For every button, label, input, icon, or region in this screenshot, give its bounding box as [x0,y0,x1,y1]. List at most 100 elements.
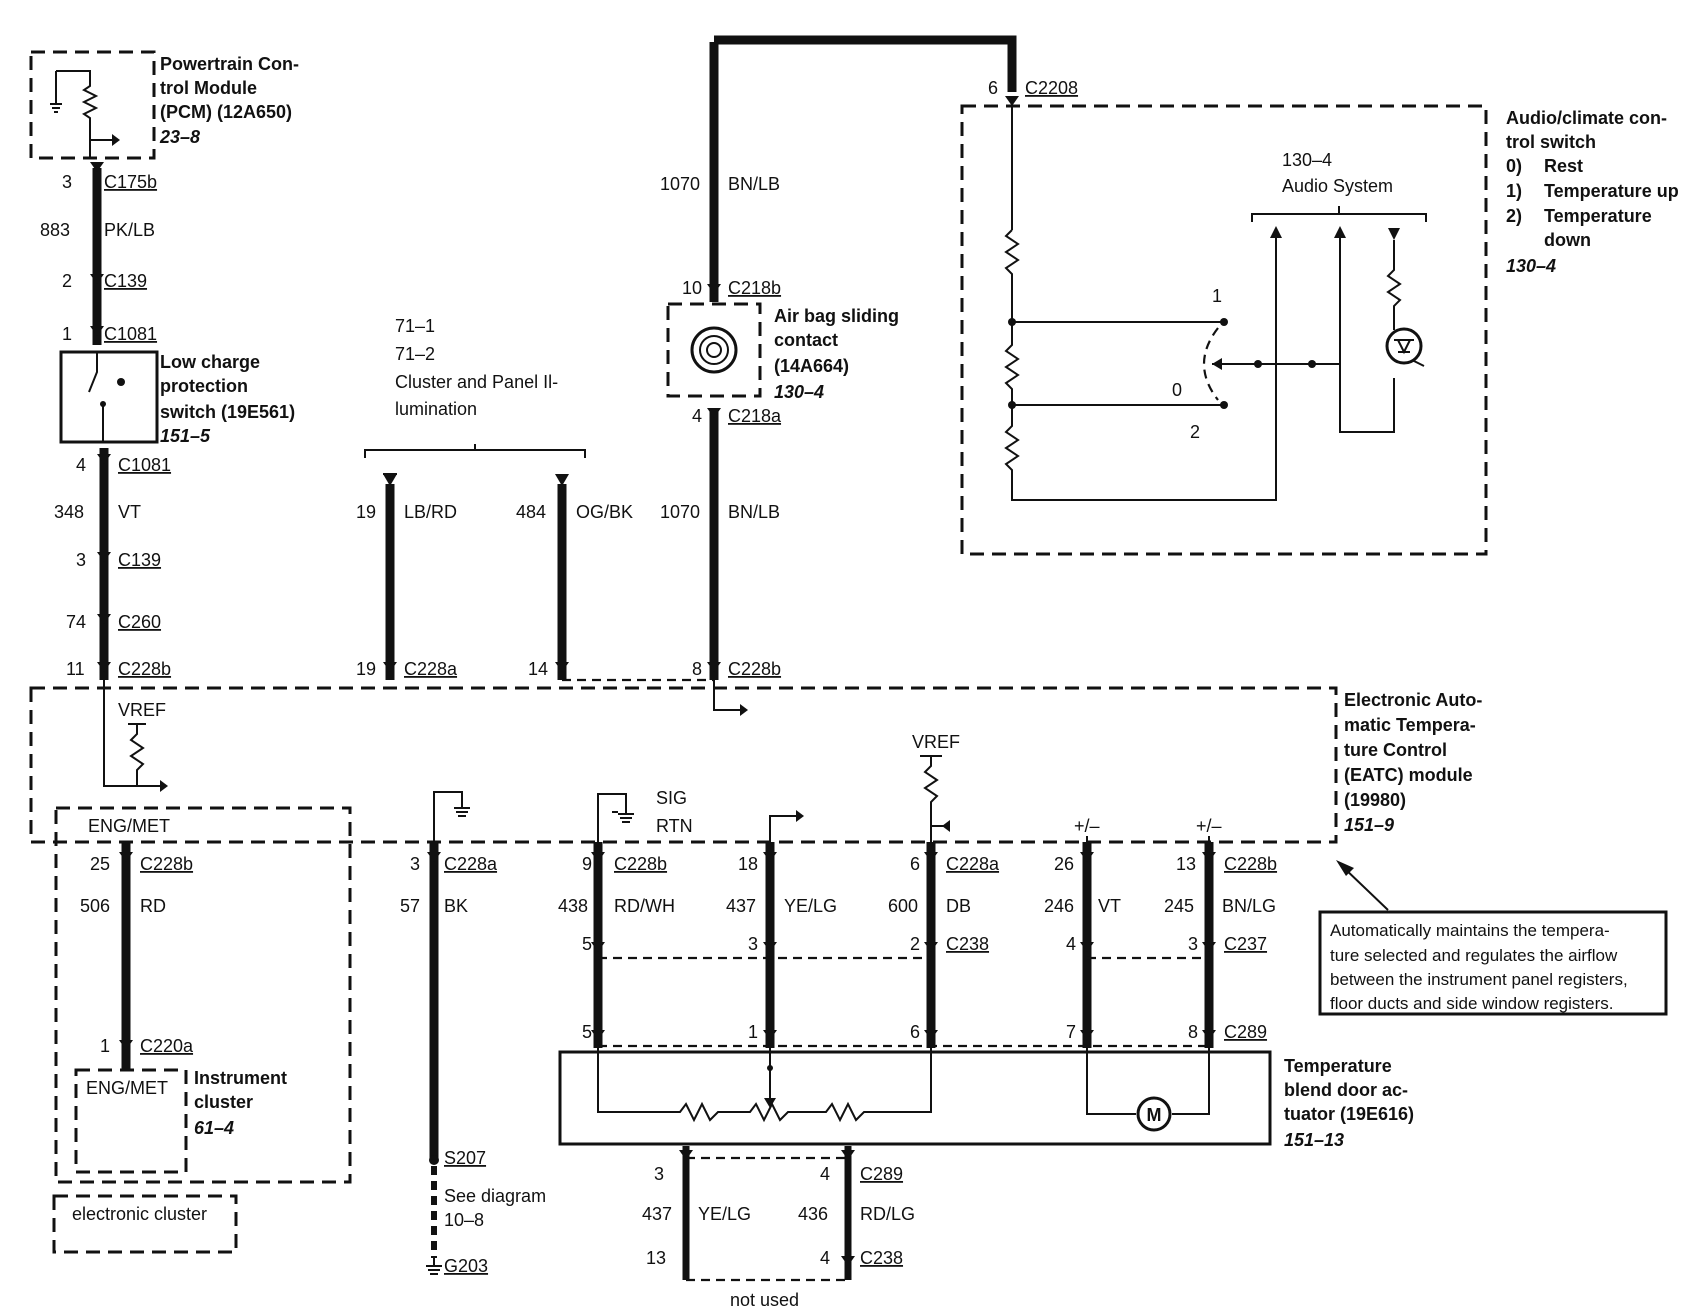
pin-label: 74 [66,612,86,632]
circuit-number: 437 [726,896,756,916]
wire-color: RD/WH [614,896,675,916]
wire-color: BK [444,896,468,916]
wire-bn-lg: 13 C228b 245 BN/LG 3 C237 8 C289 [1164,842,1277,1048]
pin-label: 4 [76,455,86,475]
pcm-ref: 23–8 [159,127,200,147]
circuit-number: 1070 [660,174,700,194]
wire-color: RD [140,896,166,916]
note-line-2: ture selected and regulates the airflow [1330,946,1618,965]
audio-switch-item-0: Rest [1544,156,1583,176]
pin-label: 9 [582,854,592,874]
ground-label: G203 [444,1256,488,1276]
audio-switch-item-2: Temperature [1544,206,1652,226]
pin-label: 8 [1188,1022,1198,1042]
pin-label: 14 [528,659,548,679]
pin-label: 13 [1176,854,1196,874]
audio-system-label: Audio System [1282,176,1393,196]
pin-label: 1 [748,1022,758,1042]
connector-label: C238 [946,934,989,954]
pin-label: 3 [410,854,420,874]
wire-color: BN/LB [728,502,780,522]
connector-label: C1081 [104,324,157,344]
pin-label: 25 [90,854,110,874]
low-charge-title-2: protection [160,376,248,396]
pin-label: 3 [748,934,758,954]
motor-label: M [1147,1105,1162,1125]
cluster-illumination: 71–1 71–2 Cluster and Panel Il- luminati… [364,316,586,486]
pin-label: 4 [692,406,702,426]
sig-label: SIG [656,788,687,808]
pin-label: 3 [1188,934,1198,954]
eatc-module: Electronic Auto- matic Tempera- ture Con… [29,680,1482,1184]
connector-label: C220a [140,1036,194,1056]
wire-color: VT [1098,896,1121,916]
wire-ye-lg: 18 437 YE/LG 3 1 [726,842,837,1048]
audio-switch-title-1: Audio/climate con- [1506,108,1667,128]
pin-label: 7 [1066,1022,1076,1042]
circuit-number: 438 [558,896,588,916]
illum-ref-1: 71–1 [395,316,435,336]
wire-rd-wh: 9 C228b 438 RD/WH 5 5 [558,842,675,1048]
pin-label: 18 [738,854,758,874]
not-used-wires: 3 4 C289 437 YE/LG 436 RD/LG 13 4 C238 n… [642,1146,915,1310]
switch-pos-1: 1 [1212,286,1222,306]
wire-lb-rd: 19 LB/RD 19 C228a [356,484,458,680]
wire-rd: 25 C228b 506 RD 1 C220a [80,842,194,1070]
plus-minus-1: +/– [1074,816,1100,836]
connector-label: C228b [728,659,781,679]
wire-color: LB/RD [404,502,457,522]
circuit-number: 600 [888,896,918,916]
pin-label: 10 [682,278,702,298]
audio-switch-item-0-num: 0) [1506,156,1522,176]
electronic-cluster-box: electronic cluster [52,1194,238,1254]
wire-vt-246: 26 246 VT 4 7 [1044,842,1121,1048]
eatc-title-3: ture Control [1344,740,1447,760]
note-line-3: between the instrument panel registers, [1330,970,1628,989]
low-charge-title-1: Low charge [160,352,260,372]
eatc-title-5: (19980) [1344,790,1406,810]
airbag-title-3: (14A664) [774,356,849,376]
connector-label: C228a [404,659,458,679]
instrument-cluster: ENG/MET Instrument cluster 61–4 [74,1068,287,1174]
wire-color: PK/LB [104,220,155,240]
audio-switch-item-1-num: 1) [1506,181,1522,201]
connector-label: C218b [728,278,781,298]
wire-vt: 4 C1081 348 VT 3 C139 74 C260 11 C228b [54,448,171,680]
circuit-number: 1070 [660,502,700,522]
illum-title-1: Cluster and Panel Il- [395,372,558,392]
switch-pos-0: 0 [1172,380,1182,400]
pin-label: 8 [692,659,702,679]
connector-label: C228b [140,854,193,874]
connector-label: C228b [118,659,171,679]
pcm-block: Powertrain Con- trol Module (PCM) (12A65… [29,50,299,160]
note-box: Automatically maintains the tempera- tur… [1318,860,1668,1016]
pin-label: 26 [1054,854,1074,874]
pin-label: 6 [910,1022,920,1042]
low-charge-ref: 151–5 [160,426,211,446]
audio-climate-switch: 130–4 Audio System 1 0 2 Audio/climate c… [960,104,1679,556]
pin-label: 4 [820,1248,830,1268]
low-charge-switch: Low charge protection switch (19E561) 15… [59,350,295,446]
instrument-title-1: Instrument [194,1068,287,1088]
pin-label: 6 [988,78,998,98]
circuit-number: 436 [798,1204,828,1224]
note-line-1: Automatically maintains the tempera- [1330,921,1610,940]
wire-db: 6 C228a 600 DB 2 C238 6 [888,842,1000,1048]
low-charge-title-3: switch (19E561) [160,402,295,422]
eatc-title-4: (EATC) module [1344,765,1473,785]
circuit-number: 57 [400,896,420,916]
connector-label: C139 [118,550,161,570]
pin-label: 5 [582,1022,592,1042]
connector-label: C228a [444,854,498,874]
circuit-number: 437 [642,1204,672,1224]
circuit-number: 19 [356,502,376,522]
audio-switch-ref: 130–4 [1506,256,1556,276]
wire-color: BN/LG [1222,896,1276,916]
connector-label: C228a [946,854,1000,874]
connector-label: C228b [614,854,667,874]
pin-label: 11 [66,659,85,679]
wire-color: DB [946,896,971,916]
circuit-number: 883 [40,220,70,240]
electronic-cluster-label: electronic cluster [72,1204,207,1224]
